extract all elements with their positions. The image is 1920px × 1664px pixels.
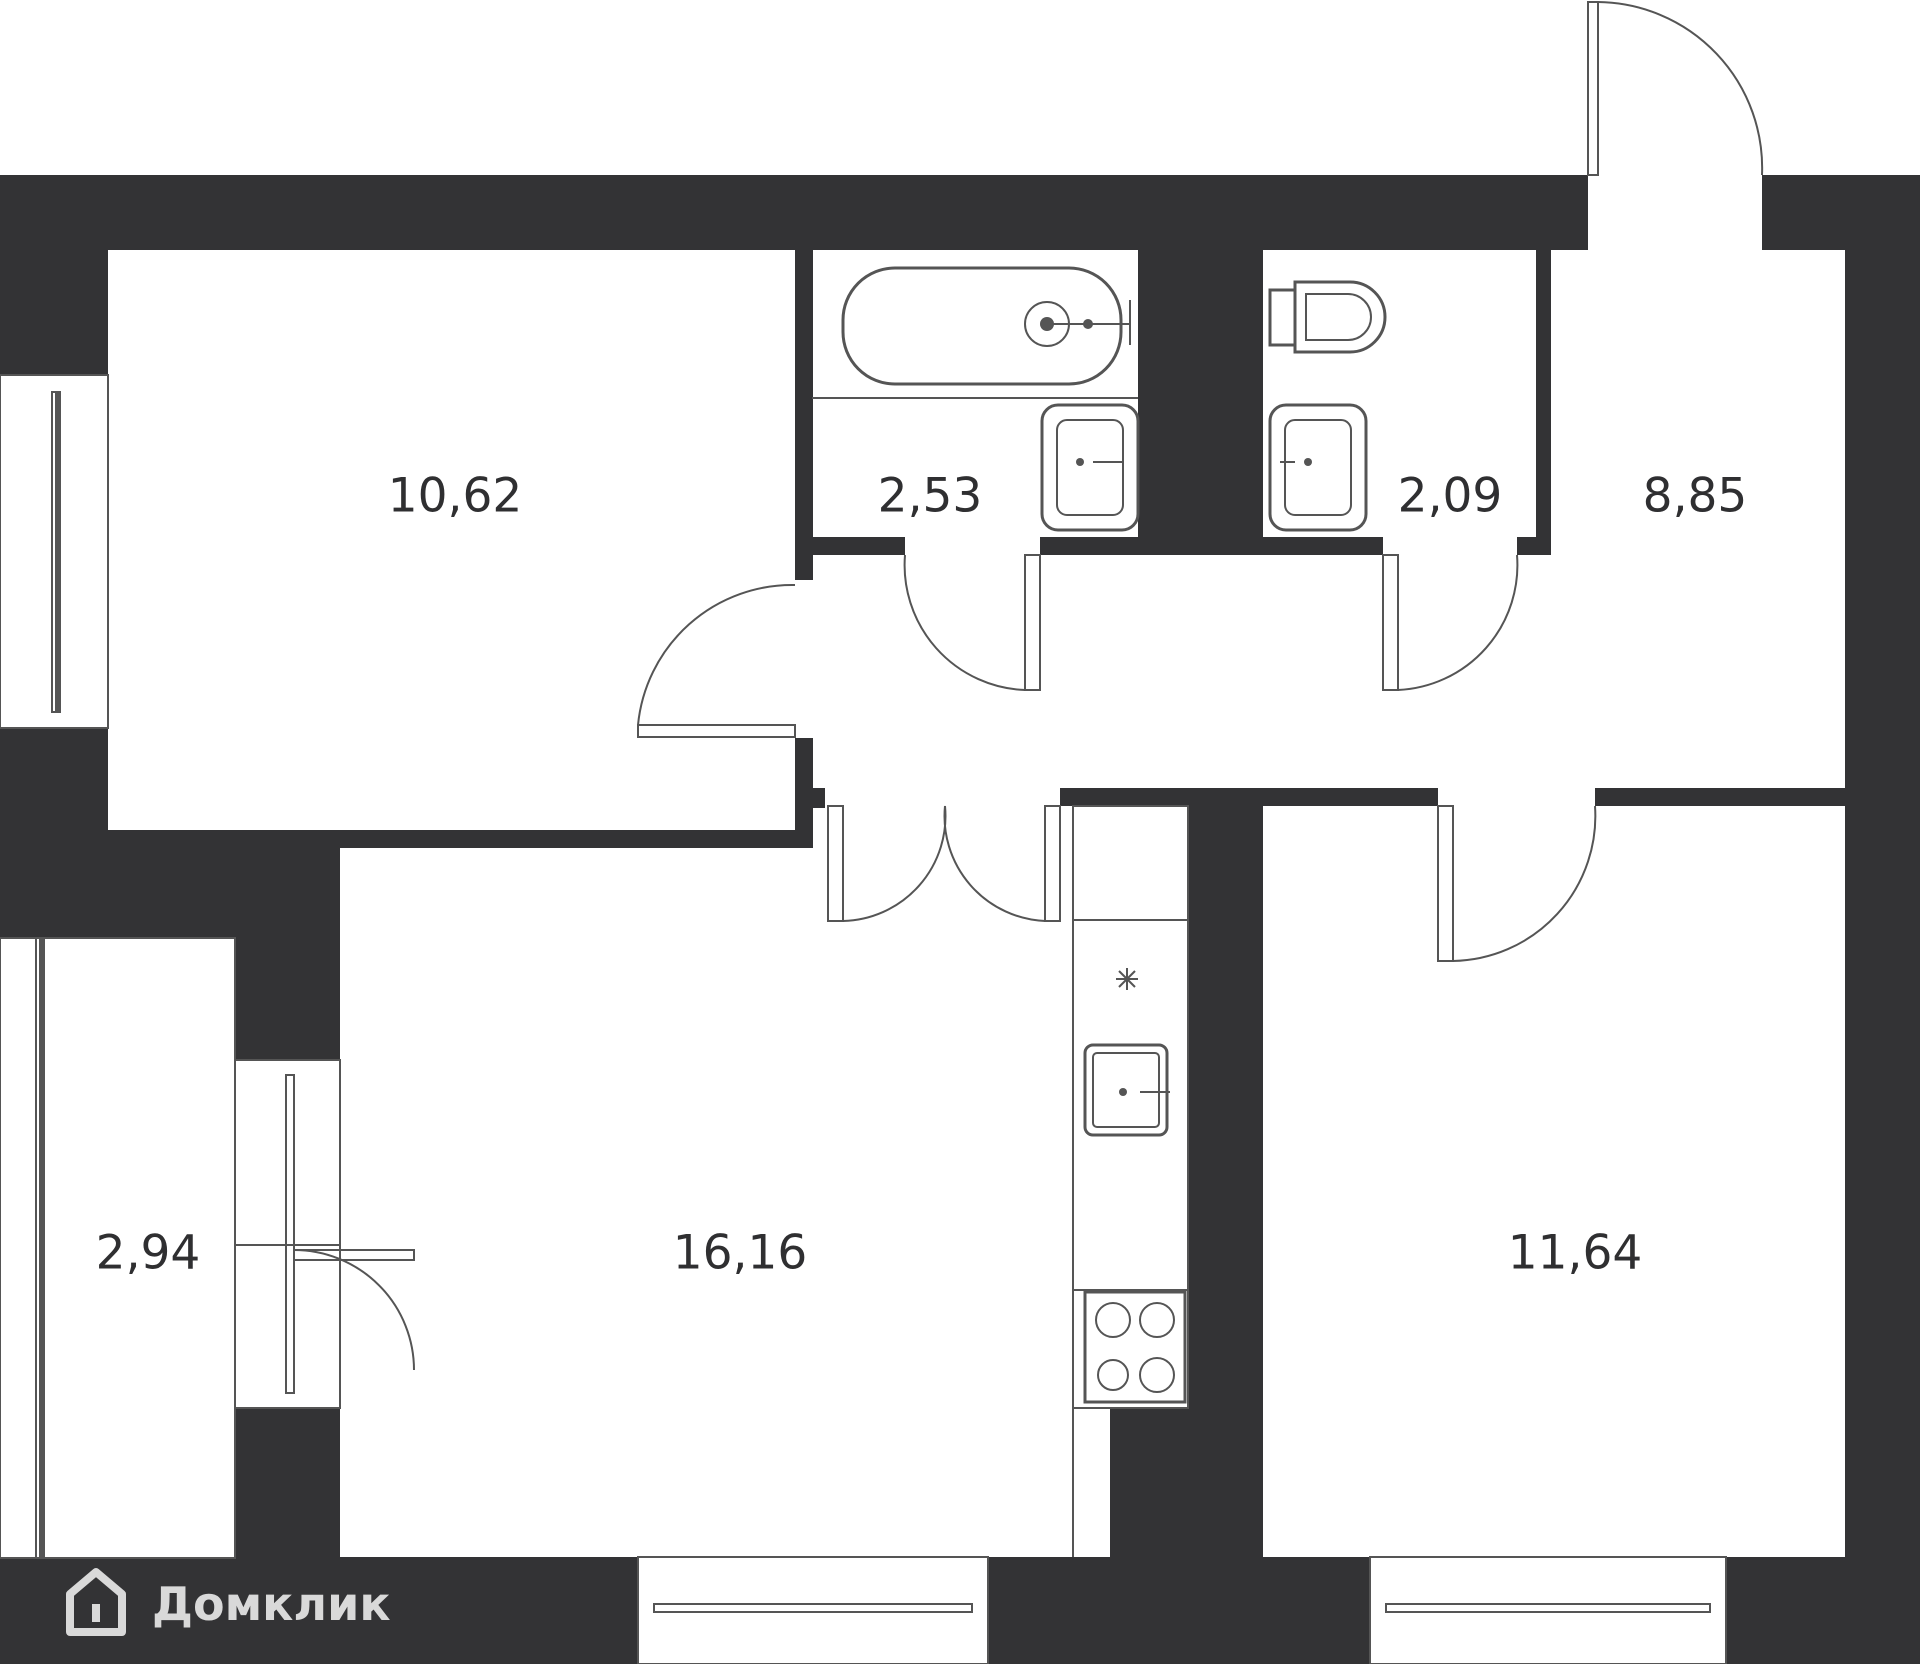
room-label-room-a: 10,62 — [388, 469, 523, 524]
room-label-room-b: 11,64 — [1508, 1226, 1643, 1281]
sink-icon — [1083, 1043, 1170, 1137]
sink-icon — [1040, 403, 1140, 532]
stove-icon — [1083, 1290, 1187, 1404]
domclick-logo-icon — [66, 1568, 126, 1636]
bathtub-icon — [812, 266, 1138, 399]
windows — [0, 374, 1727, 1664]
walls — [0, 175, 1920, 1664]
toilet-icon — [1268, 280, 1387, 354]
doors — [293, 1, 1764, 1371]
kitchen-counter — [1072, 805, 1189, 1557]
room-label-hallway: 8,85 — [1643, 469, 1748, 524]
room-label-toilet: 2,09 — [1398, 469, 1503, 524]
watermark: Домклик — [66, 1568, 391, 1636]
watermark-text: Домклик — [152, 1577, 391, 1631]
room-label-loggia: 2,94 — [96, 1226, 201, 1281]
room-label-bathroom: 2,53 — [878, 469, 983, 524]
fridge-icon — [1116, 968, 1138, 990]
room-label-kitchen-living: 16,16 — [673, 1226, 808, 1281]
sink-icon — [1268, 403, 1368, 532]
